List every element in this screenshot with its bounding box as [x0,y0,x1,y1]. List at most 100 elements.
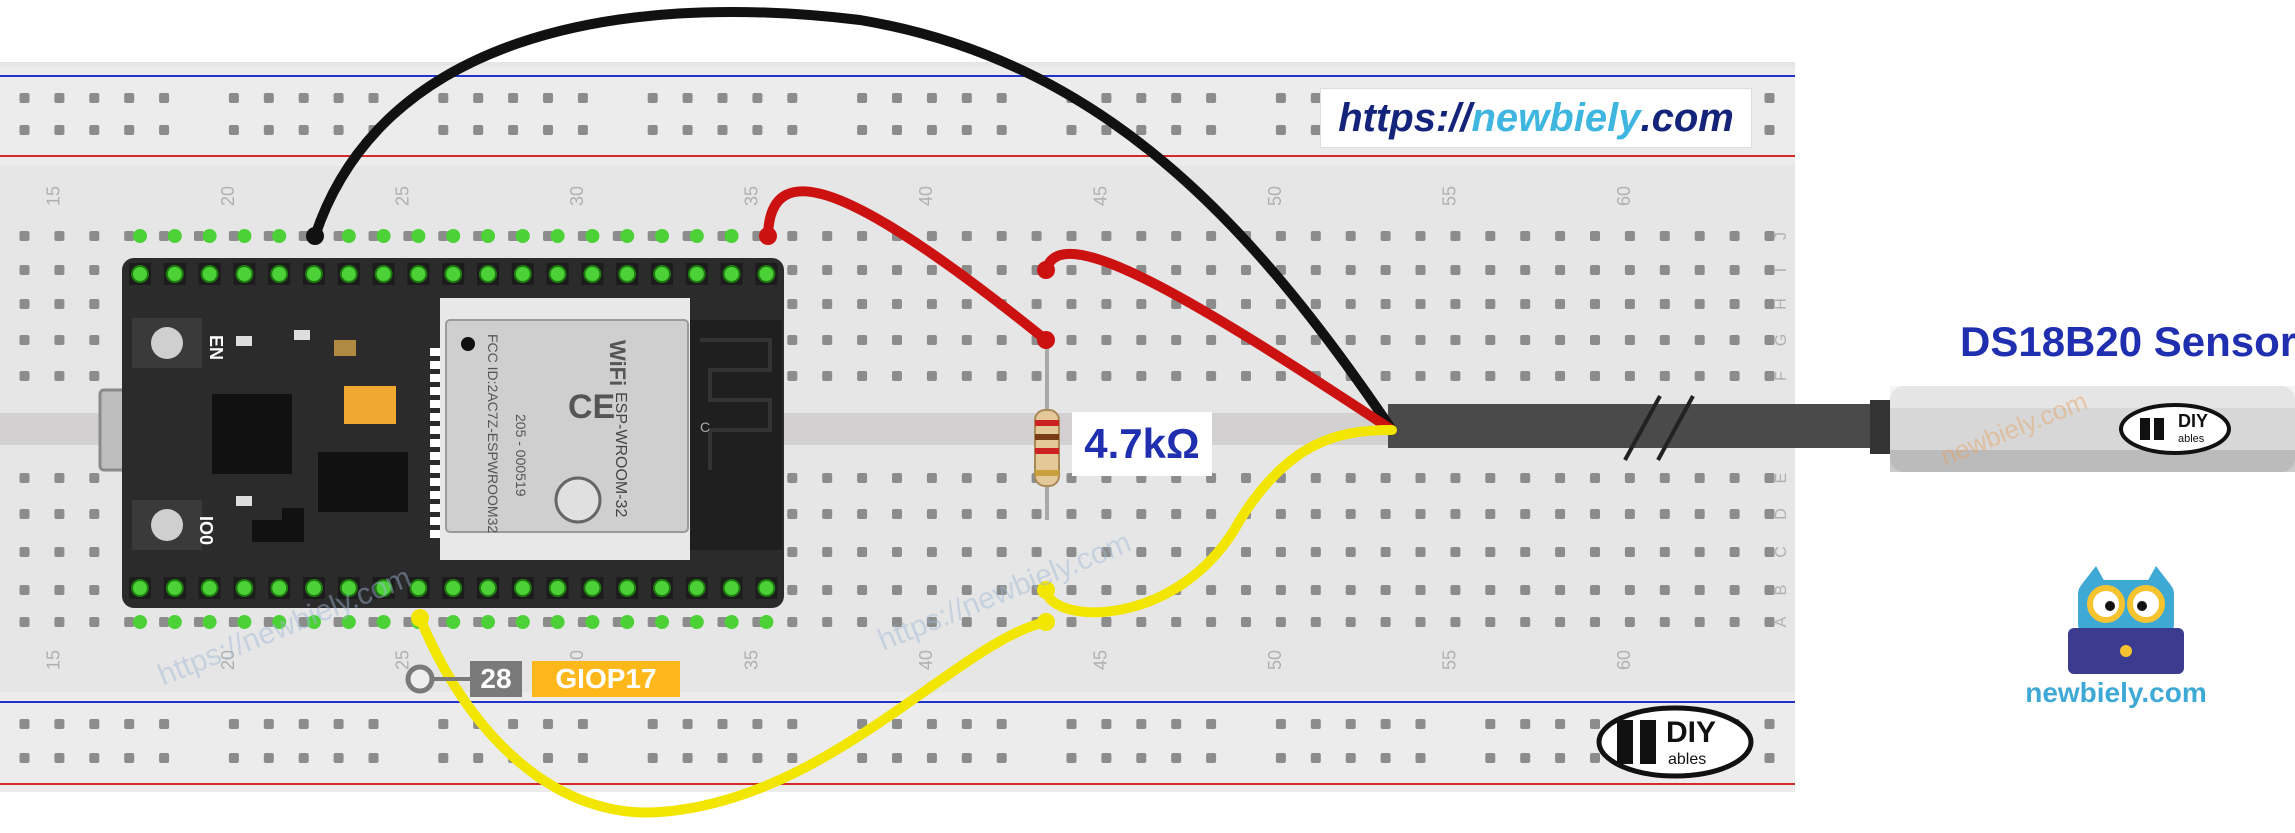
rail-hole [892,753,902,763]
rail-hole [19,125,30,135]
rail-hole [961,719,972,729]
breadboard-hole [1415,585,1426,595]
breadboard-hole [1136,335,1147,345]
rail-hole [124,125,135,135]
rail-hole [996,93,1007,103]
breadboard-hole [54,547,65,557]
rail-hole [1101,753,1112,763]
breadboard-hole [1694,371,1705,381]
breadboard-hole [1555,299,1566,309]
breadboard-hole [1066,265,1077,275]
breadboard-hole [682,231,693,241]
breadboard-hole [19,547,30,557]
rail-hole [473,93,484,103]
url-suffix: .com [1640,95,1734,140]
breadboard-hole [543,231,553,241]
cable-break-2 [1656,395,1695,461]
breadboard-hole [263,231,274,241]
occupied-hole [515,615,530,629]
header-pin-pad [374,579,393,597]
rail-hole [1764,93,1775,103]
url-prefix: https:// [1338,95,1472,140]
column-number: 50 [1265,650,1285,670]
header-pin-pad [270,265,289,283]
header-pin-pad [409,265,428,283]
rail-hole [89,719,100,729]
breadboard-hole [1415,299,1426,309]
rail-hole [89,93,100,103]
breadboard-hole [1415,335,1426,345]
resistor-label: 4.7kΩ [1072,412,1212,476]
breadboard-hole [961,509,972,519]
rail-hole [682,93,693,103]
rail-hole [1275,93,1286,103]
rail-hole [857,125,868,135]
column-number: 50 [1265,186,1285,206]
breadboard-hole [1031,547,1042,557]
breadboard-hole [438,231,449,241]
header-pin-pad [165,579,184,597]
breadboard-hole [1066,585,1077,595]
breadboard-hole [263,617,274,627]
rail-hole [438,93,449,103]
rail-hole [1066,753,1077,763]
header-pin-pad [235,265,254,283]
rail-hole [1764,125,1775,135]
rail-hole [263,93,274,103]
breadboard-hole [1694,585,1705,595]
rail-hole [1520,753,1531,763]
sensor-title: DS18B20 Sensor [1960,318,2295,365]
breadboard-hole [159,617,170,627]
row-letter: J [1773,232,1790,240]
rail-hole [682,719,693,729]
rail-hole [508,93,519,103]
rail-hole [333,125,344,135]
header-pin-pad [757,265,776,283]
rail-hole [19,753,30,763]
breadboard-hole [926,473,937,483]
breadboard-hole [1555,473,1566,483]
breadboard-hole [1415,265,1426,275]
header-pin-pad [653,579,671,597]
breadboard-hole [1520,585,1531,595]
breadboard-hole [1136,617,1147,627]
breadboard-hole [1729,265,1740,275]
breadboard-hole [1590,299,1600,309]
breadboard-hole [1450,617,1461,627]
breadboard-hole [1520,547,1531,557]
header-pin-pad [618,579,637,597]
breadboard-hole [926,585,937,595]
breadboard-hole [1555,231,1566,241]
breadboard-hole [1764,265,1775,275]
breadboard-hole [1206,617,1217,627]
breadboard-hole [857,547,868,557]
breadboard-hole [333,617,344,627]
rail-hole [787,125,798,135]
rail-hole [124,93,135,103]
breadboard-hole [89,509,100,519]
module-contact [430,348,442,356]
breadboard-hole [857,509,868,519]
wire-endpoints [306,227,1055,631]
breadboard-hole [508,617,519,627]
breadboard-hole [822,585,833,595]
rail-hole [438,719,449,729]
column-number: 35 [741,186,761,206]
breadboard-hole [1590,547,1600,557]
occupied-hole [341,229,356,243]
breadboard-hole [89,299,100,309]
breadboard-hole [822,509,833,519]
breadboard-hole [787,547,798,557]
antenna-mark: C [700,419,710,435]
rail-hole [228,753,239,763]
rail-hole [1380,753,1391,763]
rail-hole [1206,125,1217,135]
rail-hole [1485,753,1496,763]
header-pin-pad [339,579,358,597]
header-pin-pad [235,579,254,597]
breadboard-hole [1380,547,1391,557]
breadboard-hole [1345,509,1356,519]
rail-hole [1310,125,1321,135]
breadboard-hole [1136,299,1147,309]
